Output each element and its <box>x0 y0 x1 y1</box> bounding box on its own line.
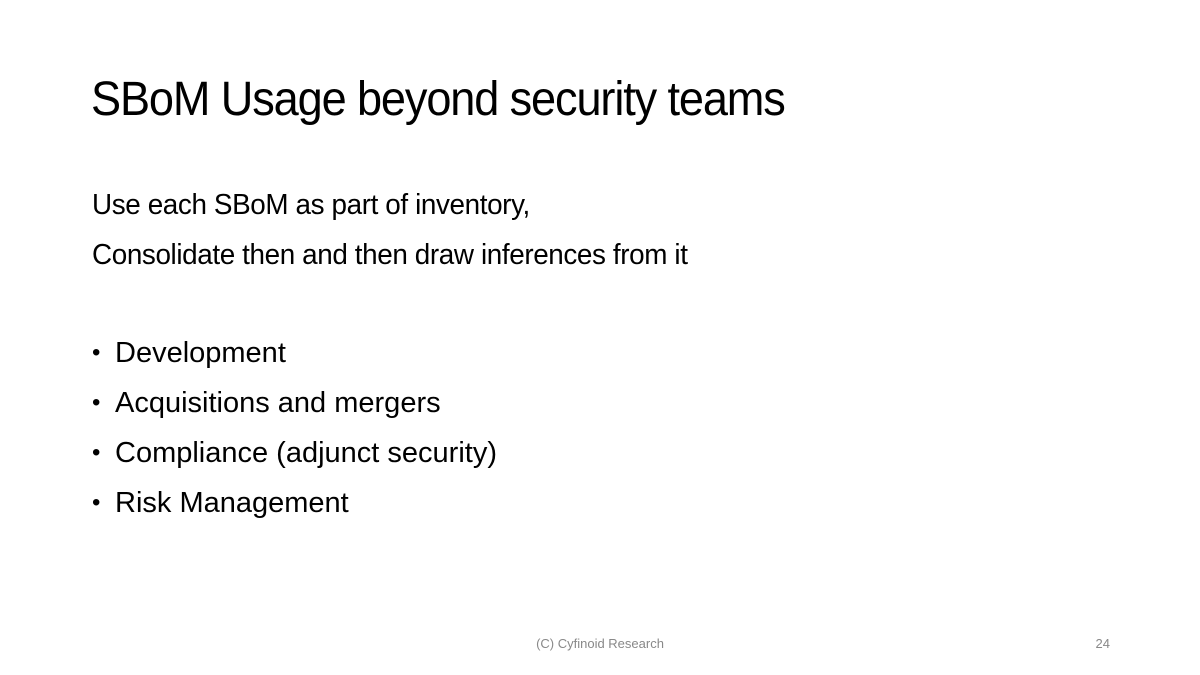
bullet-text: Development <box>115 337 286 369</box>
bullet-item: • Compliance (adjunct security) <box>92 428 497 478</box>
bullet-item: • Risk Management <box>92 478 497 528</box>
slide-number: 24 <box>1095 636 1110 651</box>
bullet-icon: • <box>92 339 101 366</box>
intro-text: Use each SBoM as part of inventory, Cons… <box>92 180 688 280</box>
slide-title: SBoM Usage beyond security teams <box>91 73 786 126</box>
bullet-text: Risk Management <box>115 487 349 519</box>
bullet-icon: • <box>92 439 101 466</box>
footer-copyright: (C) Cyfinoid Research <box>536 636 664 651</box>
bullet-text: Compliance (adjunct security) <box>115 437 497 469</box>
intro-line: Use each SBoM as part of inventory, <box>92 189 530 221</box>
bullet-icon: • <box>92 489 101 516</box>
bullet-icon: • <box>92 389 101 416</box>
bullet-text: Acquisitions and mergers <box>115 387 441 419</box>
bullet-item: • Development <box>92 328 497 378</box>
bullet-item: • Acquisitions and mergers <box>92 378 497 428</box>
intro-line: Consolidate then and then draw inference… <box>92 239 688 271</box>
bullet-list: • Development • Acquisitions and mergers… <box>92 328 497 528</box>
